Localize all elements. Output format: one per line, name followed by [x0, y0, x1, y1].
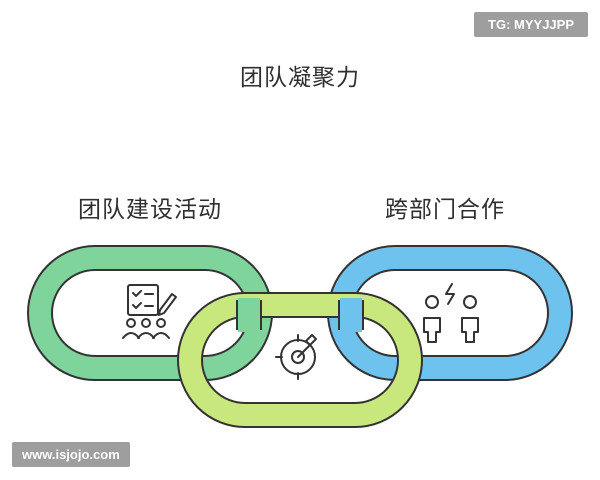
diagram-title: 团队凝聚力 — [240, 65, 360, 91]
people-spark-icon — [423, 283, 479, 343]
compass-target-icon — [275, 334, 317, 380]
label-team-building: 团队建设活动 — [78, 197, 222, 223]
watermark-bottom-left: www.isjojo.com — [12, 442, 130, 467]
chain-link-middle — [177, 292, 423, 428]
checklist-team-icon — [122, 284, 177, 339]
watermark-top-right: TG: MYYJJPP — [474, 12, 588, 37]
label-cross-department: 跨部门合作 — [385, 197, 505, 223]
